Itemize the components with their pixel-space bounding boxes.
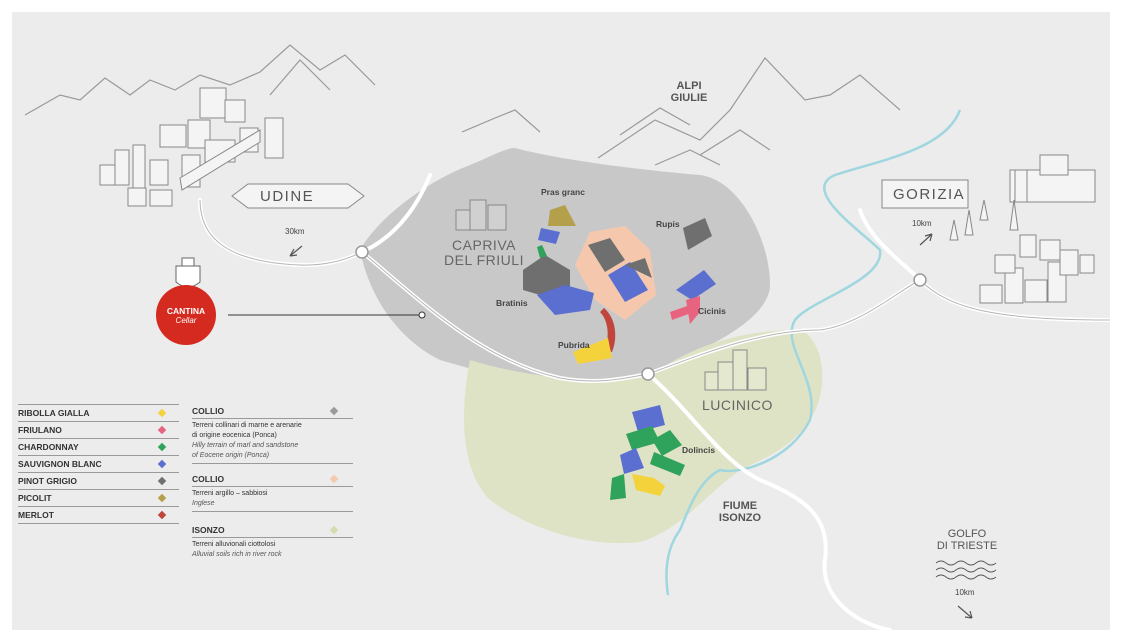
fiume-isonzo-label: FIUME ISONZO — [718, 500, 762, 524]
gorizia-town-icon — [949, 154, 1096, 304]
lucinico-label[interactable]: LUCINICO — [702, 397, 773, 413]
vineyard-pras-granc[interactable]: Pras granc — [541, 187, 585, 197]
vineyard-rupis[interactable]: Rupis — [656, 219, 680, 229]
distance-arrows — [289, 233, 973, 619]
legend-soil-desc-en: Alluvial soils rich in river rock — [192, 551, 282, 558]
trieste-distance: 10km — [955, 588, 975, 597]
legend-variety-merlot: MERLOT — [18, 506, 179, 524]
gorizia-distance: 10km — [912, 219, 932, 228]
capriva-town-icon — [455, 199, 507, 231]
udine-sign-label[interactable]: UDINE — [260, 188, 315, 205]
legend-soil-desc-it: Terreni alluvionali ciottolosi — [192, 541, 276, 548]
legend-variety-pinot-grigio: PINOT GRIGIO — [18, 472, 179, 489]
legend-soil-desc-it: Terreni argillo – sabbiosi — [192, 490, 268, 497]
legend-variety-friulano: FRIULANO — [18, 421, 179, 438]
cantina-badge[interactable]: CANTINA Cellar — [156, 285, 216, 345]
legend-variety-ribolla-gialla: RIBOLLA GIALLA — [18, 404, 179, 421]
legend-soil-title: COLLIO — [192, 404, 353, 419]
udine-sign-shape — [231, 183, 365, 209]
vineyard-pubrida[interactable]: Pubrida — [558, 340, 590, 350]
legend-variety-chardonnay: CHARDONNAY — [18, 438, 179, 455]
cellar-label: Cellar — [175, 316, 197, 325]
collio-zone — [360, 148, 770, 385]
gulf-waves-icon — [935, 560, 997, 580]
legend-soil-collio-ponca: COLLIO Terreni collinari di marne e aren… — [192, 404, 353, 464]
vineyard-cicinis[interactable]: Cicinis — [698, 306, 726, 316]
gorizia-sign-label[interactable]: GORIZIA — [893, 186, 966, 203]
udine-distance: 30km — [285, 227, 305, 236]
legend-soil-isonzo: ISONZO Terreni alluvionali ciottolosi Al… — [192, 523, 353, 562]
legend-soil-desc-en: Inglese — [192, 500, 215, 507]
legend-soil-collio-argillo: COLLIO Terreni argillo – sabbiosi Ingles… — [192, 472, 353, 512]
legend-variety-sauvignon-blanc: SAUVIGNON BLANC — [18, 455, 179, 472]
vineyard-dolincis[interactable]: Dolincis — [682, 445, 716, 455]
legend-soil-title: COLLIO — [192, 472, 353, 487]
mountains-left — [24, 44, 376, 116]
vineyard-plots — [523, 205, 716, 500]
cantina-label: CANTINA — [166, 306, 206, 316]
legend-variety-picolit: PICOLIT — [18, 489, 179, 506]
legend-soil-desc-en: Hilly terrain of marl and sandstone of E… — [192, 442, 299, 459]
vineyard-bratinis[interactable]: Bratinis — [496, 298, 528, 308]
mountains-alpi-giulie — [461, 57, 901, 166]
road-junctions — [355, 245, 927, 381]
legend-soil-title: ISONZO — [192, 523, 353, 538]
golfo-di-trieste-label: GOLFO DI TRIESTE — [936, 528, 998, 552]
gorizia-sign-shape — [881, 179, 969, 209]
capriva-label[interactable]: CAPRIVA DEL FRIULI — [444, 237, 524, 268]
legend-soil-desc-it: Terreni collinari di marne e arenarie di… — [192, 422, 302, 439]
udine-town-icon — [99, 87, 284, 207]
lucinico-town-icon — [704, 349, 767, 391]
cantina-connector-end — [418, 311, 426, 319]
alpi-giulie-label: ALPI GIULIE — [670, 80, 708, 104]
